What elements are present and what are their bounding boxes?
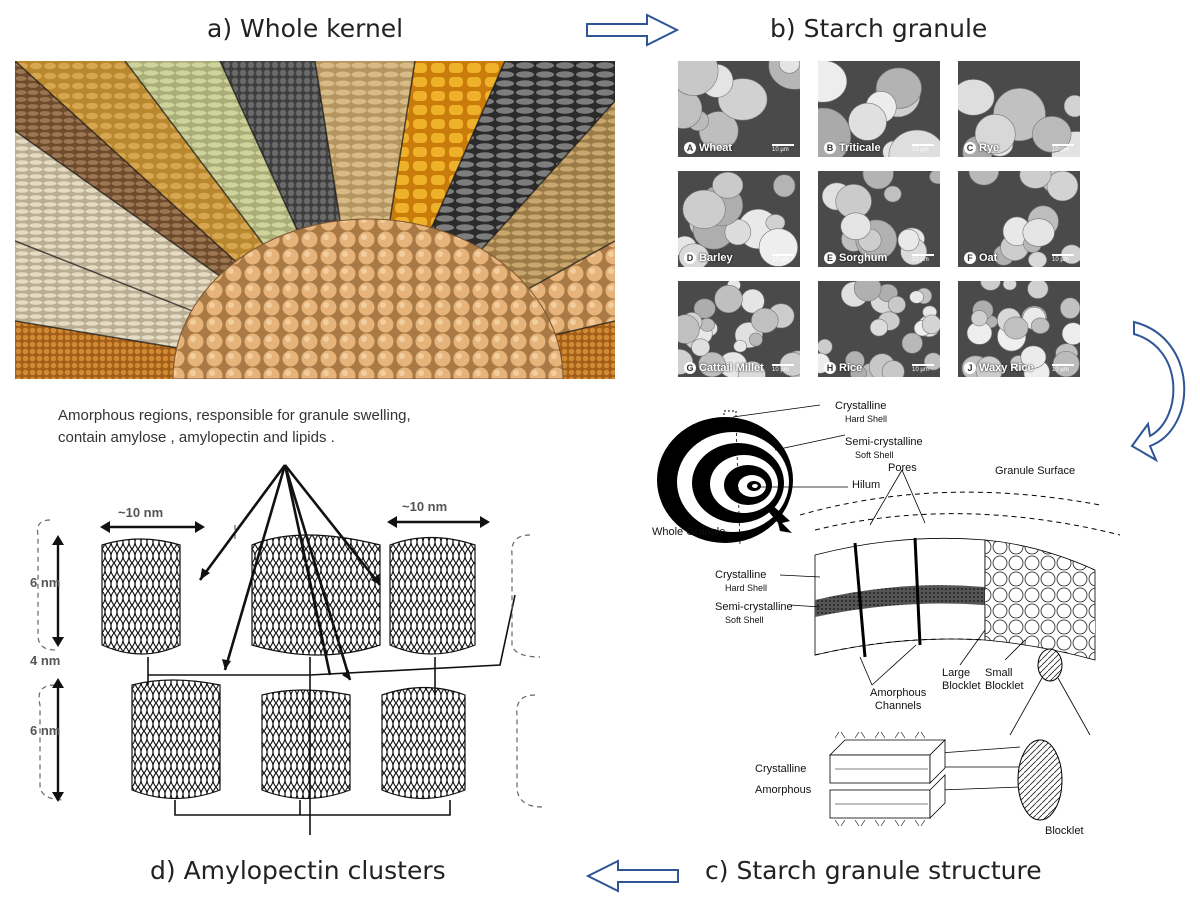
- granule-structure-diagram: Crystalline Hard Shell Semi-crystalline …: [640, 395, 1130, 845]
- height-label-top: 6 nm: [30, 575, 61, 590]
- height-label-bottom: 6 nm: [30, 723, 61, 738]
- micrograph-name: Rice: [839, 362, 863, 374]
- granule-blobs: [958, 171, 1080, 267]
- micrograph-letter: H: [824, 362, 836, 374]
- label-hard-shell-top: Hard Shell: [845, 414, 888, 424]
- micrograph-name: Sorghum: [839, 252, 888, 264]
- panel-b-title: b) Starch granule: [770, 14, 988, 43]
- label-semicrystalline-mid: Semi-crystalline: [715, 601, 793, 613]
- whole-granule-rings: [657, 410, 793, 543]
- whole-kernel-image: [15, 61, 615, 379]
- panel-d-title: d) Amylopectin clusters: [150, 856, 446, 885]
- label-whole-granule: Whole Granule: [652, 526, 726, 538]
- scale-bar: 10 µm: [912, 364, 934, 373]
- label-crystalline-top: Crystalline: [835, 400, 887, 412]
- scale-bar: 10 µm: [772, 144, 794, 153]
- granule-blobs: [818, 281, 940, 377]
- panel-c-title: c) Starch granule structure: [705, 856, 1042, 885]
- label-soft-shell-top: Soft Shell: [855, 450, 894, 460]
- micrograph-letter: E: [824, 252, 836, 264]
- micrograph-letter: A: [684, 142, 696, 154]
- granule-blobs: [818, 171, 940, 267]
- label-small-blocklet-1: Small: [985, 667, 1013, 679]
- label-amorphous-channels-1: Amorphous: [870, 687, 927, 699]
- micrograph-letter: F: [964, 252, 976, 264]
- scale-bar: 10 µm: [772, 254, 794, 263]
- granule-blobs: [678, 61, 800, 157]
- width-label-right: ~10 nm: [402, 499, 448, 514]
- label-crystalline-bottom: Crystalline: [755, 763, 807, 775]
- scale-bar: 10 µm: [912, 144, 934, 153]
- note-line-2: contain amylose , amylopectin and lipids…: [58, 429, 335, 446]
- micrograph-letter: D: [684, 252, 696, 264]
- gap-label: 4 nm: [30, 653, 61, 668]
- micrograph-name: Oat: [979, 252, 998, 264]
- label-pores: Pores: [888, 462, 917, 474]
- label-amorphous-channels-2: Channels: [874, 700, 922, 712]
- micrograph-name: Rye: [979, 142, 1000, 154]
- micrograph-name: Wheat: [699, 142, 732, 154]
- note-line-1: Amorphous regions, responsible for granu…: [58, 407, 411, 424]
- arrow-left-icon: [585, 859, 679, 893]
- micrograph-name: Waxy Rice: [979, 362, 1034, 374]
- micrograph-letter: J: [964, 362, 976, 374]
- label-hilum: Hilum: [852, 479, 881, 491]
- granule-blobs: [678, 171, 800, 267]
- micrograph-name: Barley: [699, 252, 733, 264]
- granule-blobs: [958, 281, 1080, 377]
- label-hard-shell-mid: Hard Shell: [725, 583, 768, 593]
- label-small-blocklet-2: Blocklet: [985, 680, 1024, 692]
- scale-bar: 10 µm: [1052, 364, 1074, 373]
- width-label-left: ~10 nm: [118, 505, 164, 520]
- curved-arrow-down-icon: [1130, 320, 1186, 463]
- label-granule-surface: Granule Surface: [995, 465, 1076, 477]
- panel-a-title: a) Whole kernel: [207, 14, 404, 43]
- micrograph-letter: C: [964, 142, 976, 154]
- scale-bar: 10 µm: [1052, 254, 1074, 263]
- label-crystalline-mid: Crystalline: [715, 569, 767, 581]
- label-large-blocklet-2: Blocklet: [942, 680, 981, 692]
- label-blocklet: Blocklet: [1045, 825, 1084, 837]
- amylopectin-diagram: Amorphous regions, responsible for granu…: [30, 395, 590, 845]
- label-semicrystalline-top: Semi-crystalline: [845, 436, 923, 448]
- micrograph-name: Cattail Millet: [699, 362, 764, 374]
- label-soft-shell-mid: Soft Shell: [725, 615, 764, 625]
- micrograph-letter: G: [684, 362, 696, 374]
- granule-blobs: [678, 281, 800, 377]
- scale-bar: 10 µm: [912, 254, 934, 263]
- granule-blobs: [958, 61, 1080, 157]
- scale-bar: 10 µm: [1052, 144, 1074, 153]
- scale-bar: 10 µm: [772, 364, 794, 373]
- micrograph-name: Triticale: [839, 142, 881, 154]
- label-amorphous-bottom: Amorphous: [755, 784, 812, 796]
- label-large-blocklet-1: Large: [942, 667, 971, 679]
- arrow-right-icon: [586, 13, 680, 47]
- micrograph-letter: B: [824, 142, 836, 154]
